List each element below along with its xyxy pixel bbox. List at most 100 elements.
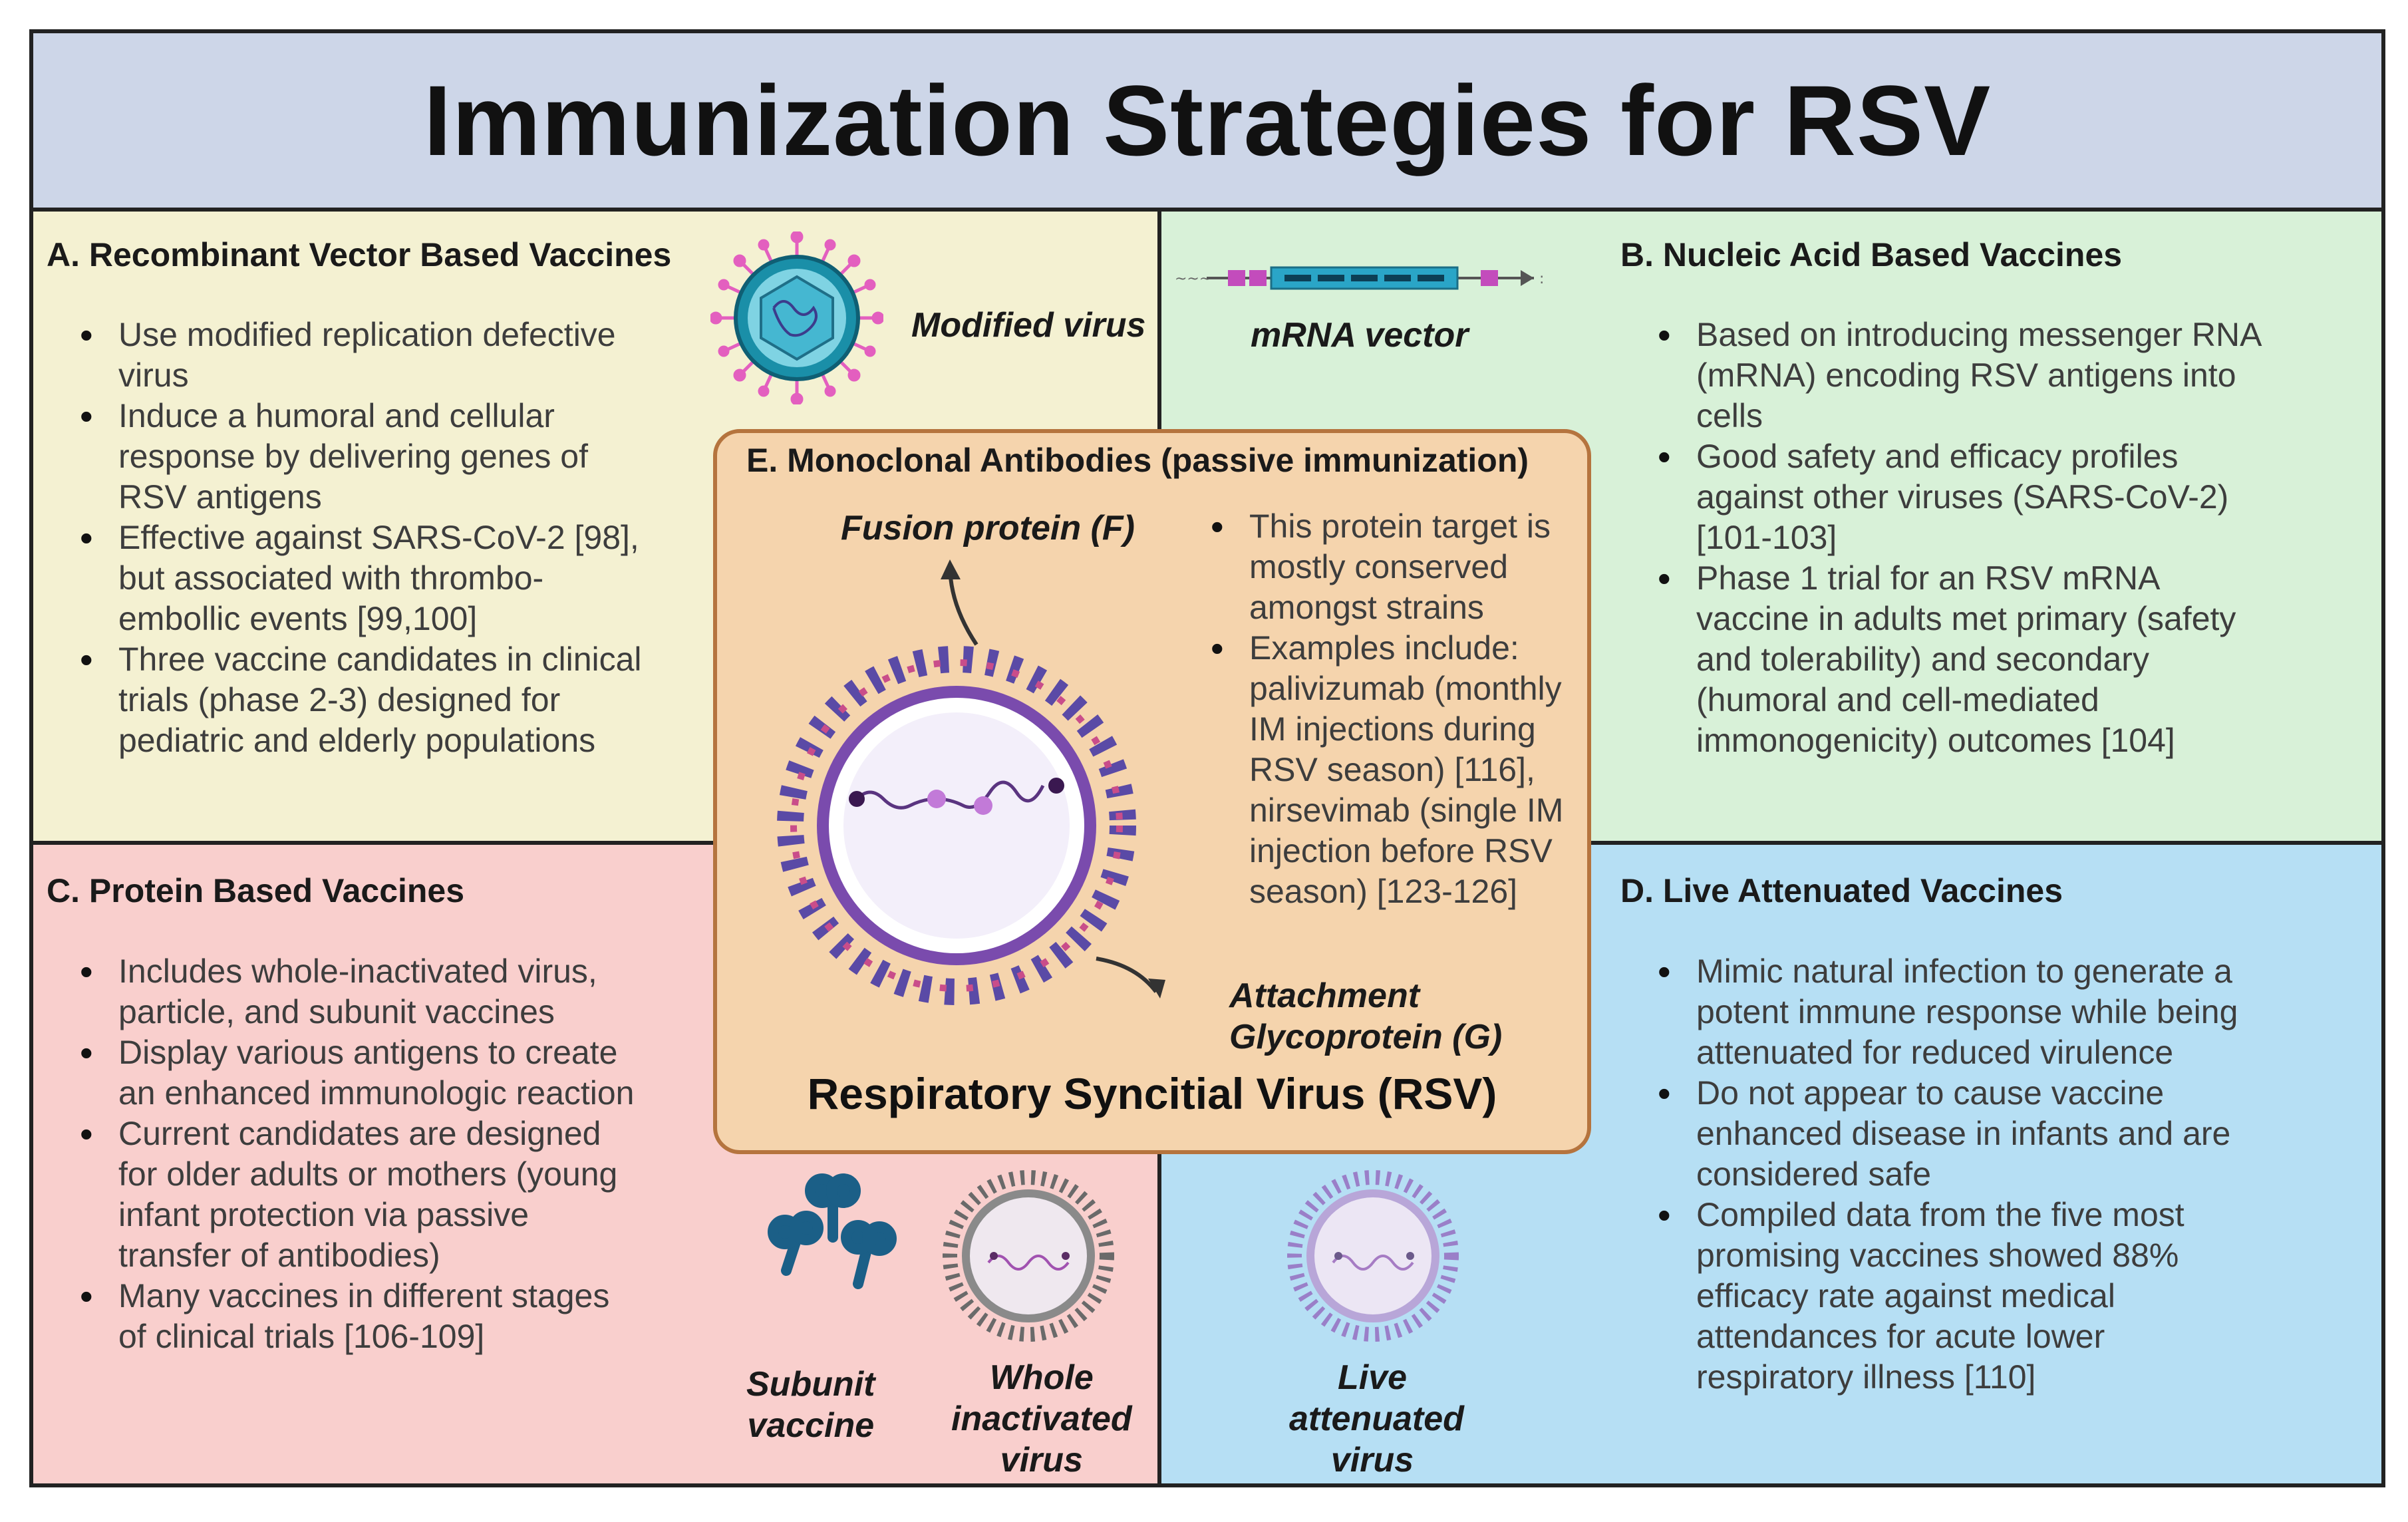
whole-label-line: virus: [1000, 1441, 1083, 1479]
bullet-line: injection before RSV: [1249, 832, 1553, 869]
bullet-line: amongst strains: [1249, 589, 1484, 626]
bullet-item: Use modified replication defective virus: [80, 315, 642, 396]
title-bar: Immunization Strategies for RSV: [33, 33, 2381, 212]
bullet-line: season) [123-126]: [1249, 873, 1518, 910]
bullet-line: Many vaccines in different stages: [118, 1277, 610, 1314]
rsv-virus-icon: [750, 553, 1189, 1062]
mrna-vector-label: mRNA vector: [1251, 316, 1469, 355]
attachment-label-line: Glycoprotein (G): [1229, 1018, 1503, 1056]
bullet-line: palivizumab (monthly: [1249, 670, 1562, 707]
bullet-line: an enhanced immunologic reaction: [118, 1074, 635, 1112]
bullet-line: IM injections during: [1249, 710, 1536, 748]
bullet-line: RSV antigens: [118, 478, 322, 516]
bullet-line: Display various antigens to create: [118, 1034, 618, 1071]
section-b-bullets: Based on introducing messenger RNA (mRNA)…: [1658, 315, 2262, 761]
live-attenuated-virus-label: Live attenuated virus: [1289, 1357, 1464, 1481]
subunit-label-line: Subunit: [746, 1365, 875, 1404]
section-d-heading: D. Live Attenuated Vaccines: [1620, 872, 2063, 909]
bullet-line: mostly conserved: [1249, 548, 1509, 585]
bullet-line: cells: [1696, 397, 1763, 434]
page-title: Immunization Strategies for RSV: [423, 64, 1992, 176]
whole-label-line: inactivated: [951, 1400, 1132, 1438]
bullet-item: Examples include:palivizumab (monthlyIM …: [1211, 628, 1564, 912]
bullet-line: Use modified replication defective: [118, 316, 616, 353]
bullet-line: of clinical trials [106-109]: [118, 1318, 485, 1355]
bullet-item: Compiled data from the five most promisin…: [1658, 1195, 2238, 1398]
bullet-line: Effective against SARS-CoV-2 [98],: [118, 519, 639, 556]
bullet-line: pediatric and elderly populations: [118, 722, 596, 759]
bullet-line: virus: [118, 357, 189, 394]
section-d-panel: D. Live Attenuated Vaccines Mimic natura…: [1161, 845, 2381, 1483]
subunit-vaccine-label: Subunit vaccine: [746, 1364, 875, 1446]
bullet-line: (mRNA) encoding RSV antigens into: [1696, 357, 2236, 394]
bullet-line: attenuated for reduced virulence: [1696, 1034, 2174, 1071]
bullet-line: Three vaccine candidates in clinical: [118, 641, 642, 678]
section-a-bullets: Use modified replication defective virusI…: [80, 315, 642, 761]
bullet-line: respiratory illness [110]: [1696, 1358, 2036, 1396]
bullet-item: Induce a humoral and cellular response by…: [80, 396, 642, 518]
bullet-item: Effective against SARS-CoV-2 [98],but as…: [80, 518, 642, 639]
bullet-item: Mimic natural infection to generate apot…: [1658, 951, 2238, 1073]
bullet-line: Includes whole-inactivated virus,: [118, 953, 597, 990]
subunit-vaccine-icon: [758, 1171, 898, 1314]
bullet-line: for older adults or mothers (young: [118, 1155, 618, 1193]
modified-virus-label: Modified virus: [911, 306, 1146, 345]
bullet-line: promising vaccines showed 88%: [1696, 1237, 2179, 1274]
svg-text:~~~: ~~~: [1175, 271, 1211, 287]
bullet-line: Based on introducing messenger RNA: [1696, 316, 2262, 353]
bullet-line: Do not appear to cause vaccine: [1696, 1074, 2165, 1112]
section-c-panel: C. Protein Based Vaccines Includes whole…: [33, 845, 1161, 1483]
bullet-line: response by delivering genes of: [118, 438, 589, 475]
bullet-item: Based on introducing messenger RNA (mRNA)…: [1658, 315, 2262, 436]
svg-text::: :: [1539, 271, 1544, 287]
bullet-item: Good safety and efficacy profilesagainst…: [1658, 436, 2262, 558]
section-b-heading: B. Nucleic Acid Based Vaccines: [1620, 236, 2123, 273]
bullet-line: trials (phase 2-3) designed for: [118, 681, 561, 718]
bullet-line: Phase 1 trial for an RSV mRNA: [1696, 559, 2161, 597]
section-c-heading: C. Protein Based Vaccines: [47, 872, 465, 909]
attachment-label-line: Attachment: [1229, 977, 1420, 1015]
section-e-heading: E. Monoclonal Antibodies (passive immuni…: [746, 442, 1529, 479]
modified-virus-icon: [709, 230, 885, 408]
bullet-line: and tolerability) and secondary: [1696, 641, 2149, 678]
section-d-bullets: Mimic natural infection to generate apot…: [1658, 951, 2238, 1398]
bullet-line: Current candidates are designed: [118, 1115, 601, 1152]
section-e-panel: E. Monoclonal Antibodies (passive immuni…: [713, 429, 1591, 1154]
whole-inactivated-virus-icon: [935, 1163, 1122, 1352]
whole-inactivated-virus-label: Whole inactivated virus: [951, 1357, 1132, 1481]
section-a-heading: A. Recombinant Vector Based Vaccines: [47, 236, 672, 273]
bullet-line: enhanced disease in infants and are: [1696, 1115, 2231, 1152]
bullet-line: embollic events [99,100]: [118, 600, 478, 637]
mrna-vector-icon: ~~~ :: [1175, 258, 1561, 301]
rsv-caption: Respiratory Syncitial Virus (RSV): [807, 1069, 1497, 1118]
bullet-line: Compiled data from the five most: [1696, 1196, 2184, 1233]
bullet-line: transfer of antibodies): [118, 1237, 440, 1274]
bullet-line: attendances for acute lower: [1696, 1318, 2105, 1355]
whole-label-line: Whole: [989, 1358, 1094, 1397]
bullet-line: against other viruses (SARS-CoV-2): [1696, 478, 2229, 516]
bullet-line: efficacy rate against medical: [1696, 1277, 2115, 1314]
live-label-line: virus: [1330, 1441, 1414, 1479]
bullet-line: RSV season) [116],: [1249, 751, 1535, 788]
bullet-item: Many vaccines in different stages of clin…: [80, 1276, 635, 1357]
figure-frame: [29, 29, 2385, 1487]
bullet-line: infant protection via passive: [118, 1196, 529, 1233]
live-attenuated-virus-icon: [1280, 1163, 1466, 1352]
attachment-glycoprotein-label: Attachment Glycoprotein (G): [1229, 975, 1502, 1058]
bullet-line: nirsevimab (single IM: [1249, 792, 1564, 829]
subunit-label-line: vaccine: [747, 1406, 875, 1445]
bullet-line: This protein target is: [1249, 508, 1551, 545]
bullet-line: (humoral and cell-mediated: [1696, 681, 2099, 718]
bullet-line: Good safety and efficacy profiles: [1696, 438, 2179, 475]
bullet-line: Induce a humoral and cellular: [118, 397, 555, 434]
bullet-line: but associated with thrombo-: [118, 559, 544, 597]
live-label-line: attenuated: [1289, 1400, 1464, 1438]
bullet-line: considered safe: [1696, 1155, 1932, 1193]
bullet-item: Includes whole-inactivated virus,particl…: [80, 951, 635, 1032]
bullet-item: Three vaccine candidates in clinicaltria…: [80, 639, 642, 761]
